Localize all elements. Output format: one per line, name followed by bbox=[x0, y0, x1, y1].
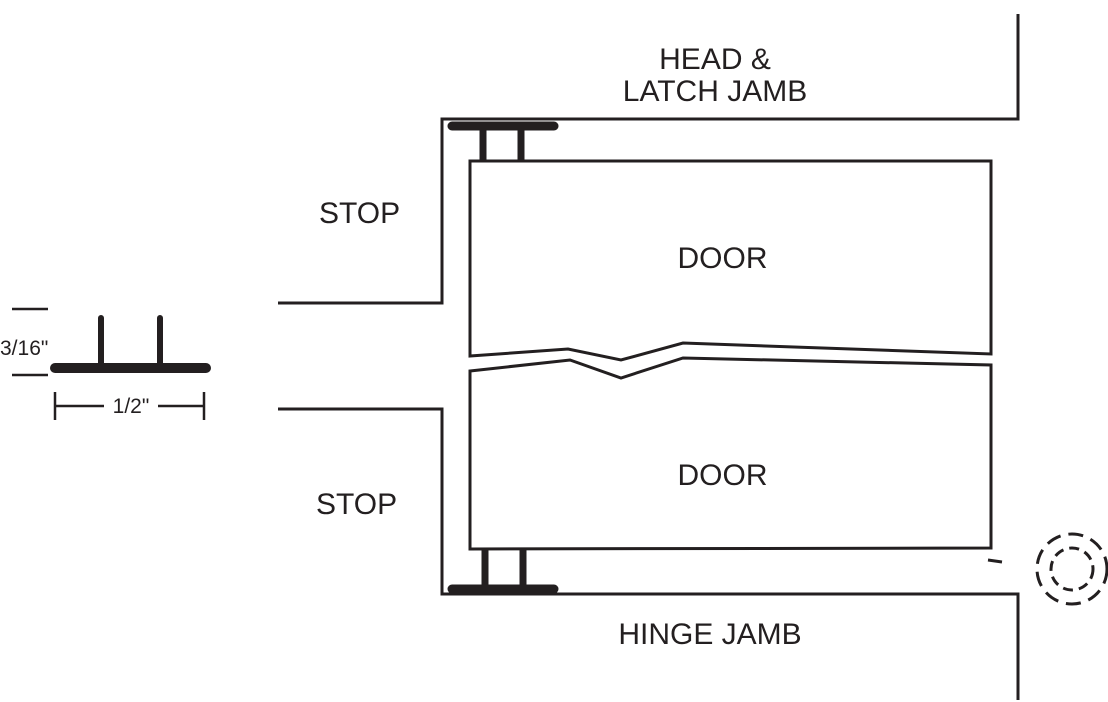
height-dimension-marks bbox=[12, 307, 48, 377]
stop-label-top: STOP bbox=[319, 197, 401, 230]
seal-cross-section-detail bbox=[50, 315, 211, 373]
top-seal-profile bbox=[447, 121, 559, 162]
head-latch-jamb-label: HEAD & LATCH JAMB bbox=[600, 45, 830, 107]
door-panel-top bbox=[468, 159, 993, 362]
door-panel-bottom bbox=[468, 356, 993, 551]
head-latch-jamb-outline bbox=[278, 14, 1020, 305]
width-dimension-line bbox=[53, 392, 206, 420]
head-latch-jamb-label-line1: HEAD & bbox=[659, 43, 771, 76]
stop-label-bottom: STOP bbox=[316, 488, 398, 521]
door-label-top: DOOR bbox=[677, 242, 768, 275]
hinge-jamb-outline bbox=[278, 407, 1020, 700]
bottom-seal-profile bbox=[447, 550, 559, 594]
hinge-icon bbox=[987, 532, 1108, 606]
door-label-bottom: DOOR bbox=[677, 459, 768, 492]
head-latch-jamb-label-line2: LATCH JAMB bbox=[622, 75, 808, 108]
height-dimension-label: 3/16" bbox=[0, 337, 49, 360]
hinge-jamb-label: HINGE JAMB bbox=[618, 618, 802, 651]
width-dimension-label: 1/2" bbox=[112, 395, 150, 418]
